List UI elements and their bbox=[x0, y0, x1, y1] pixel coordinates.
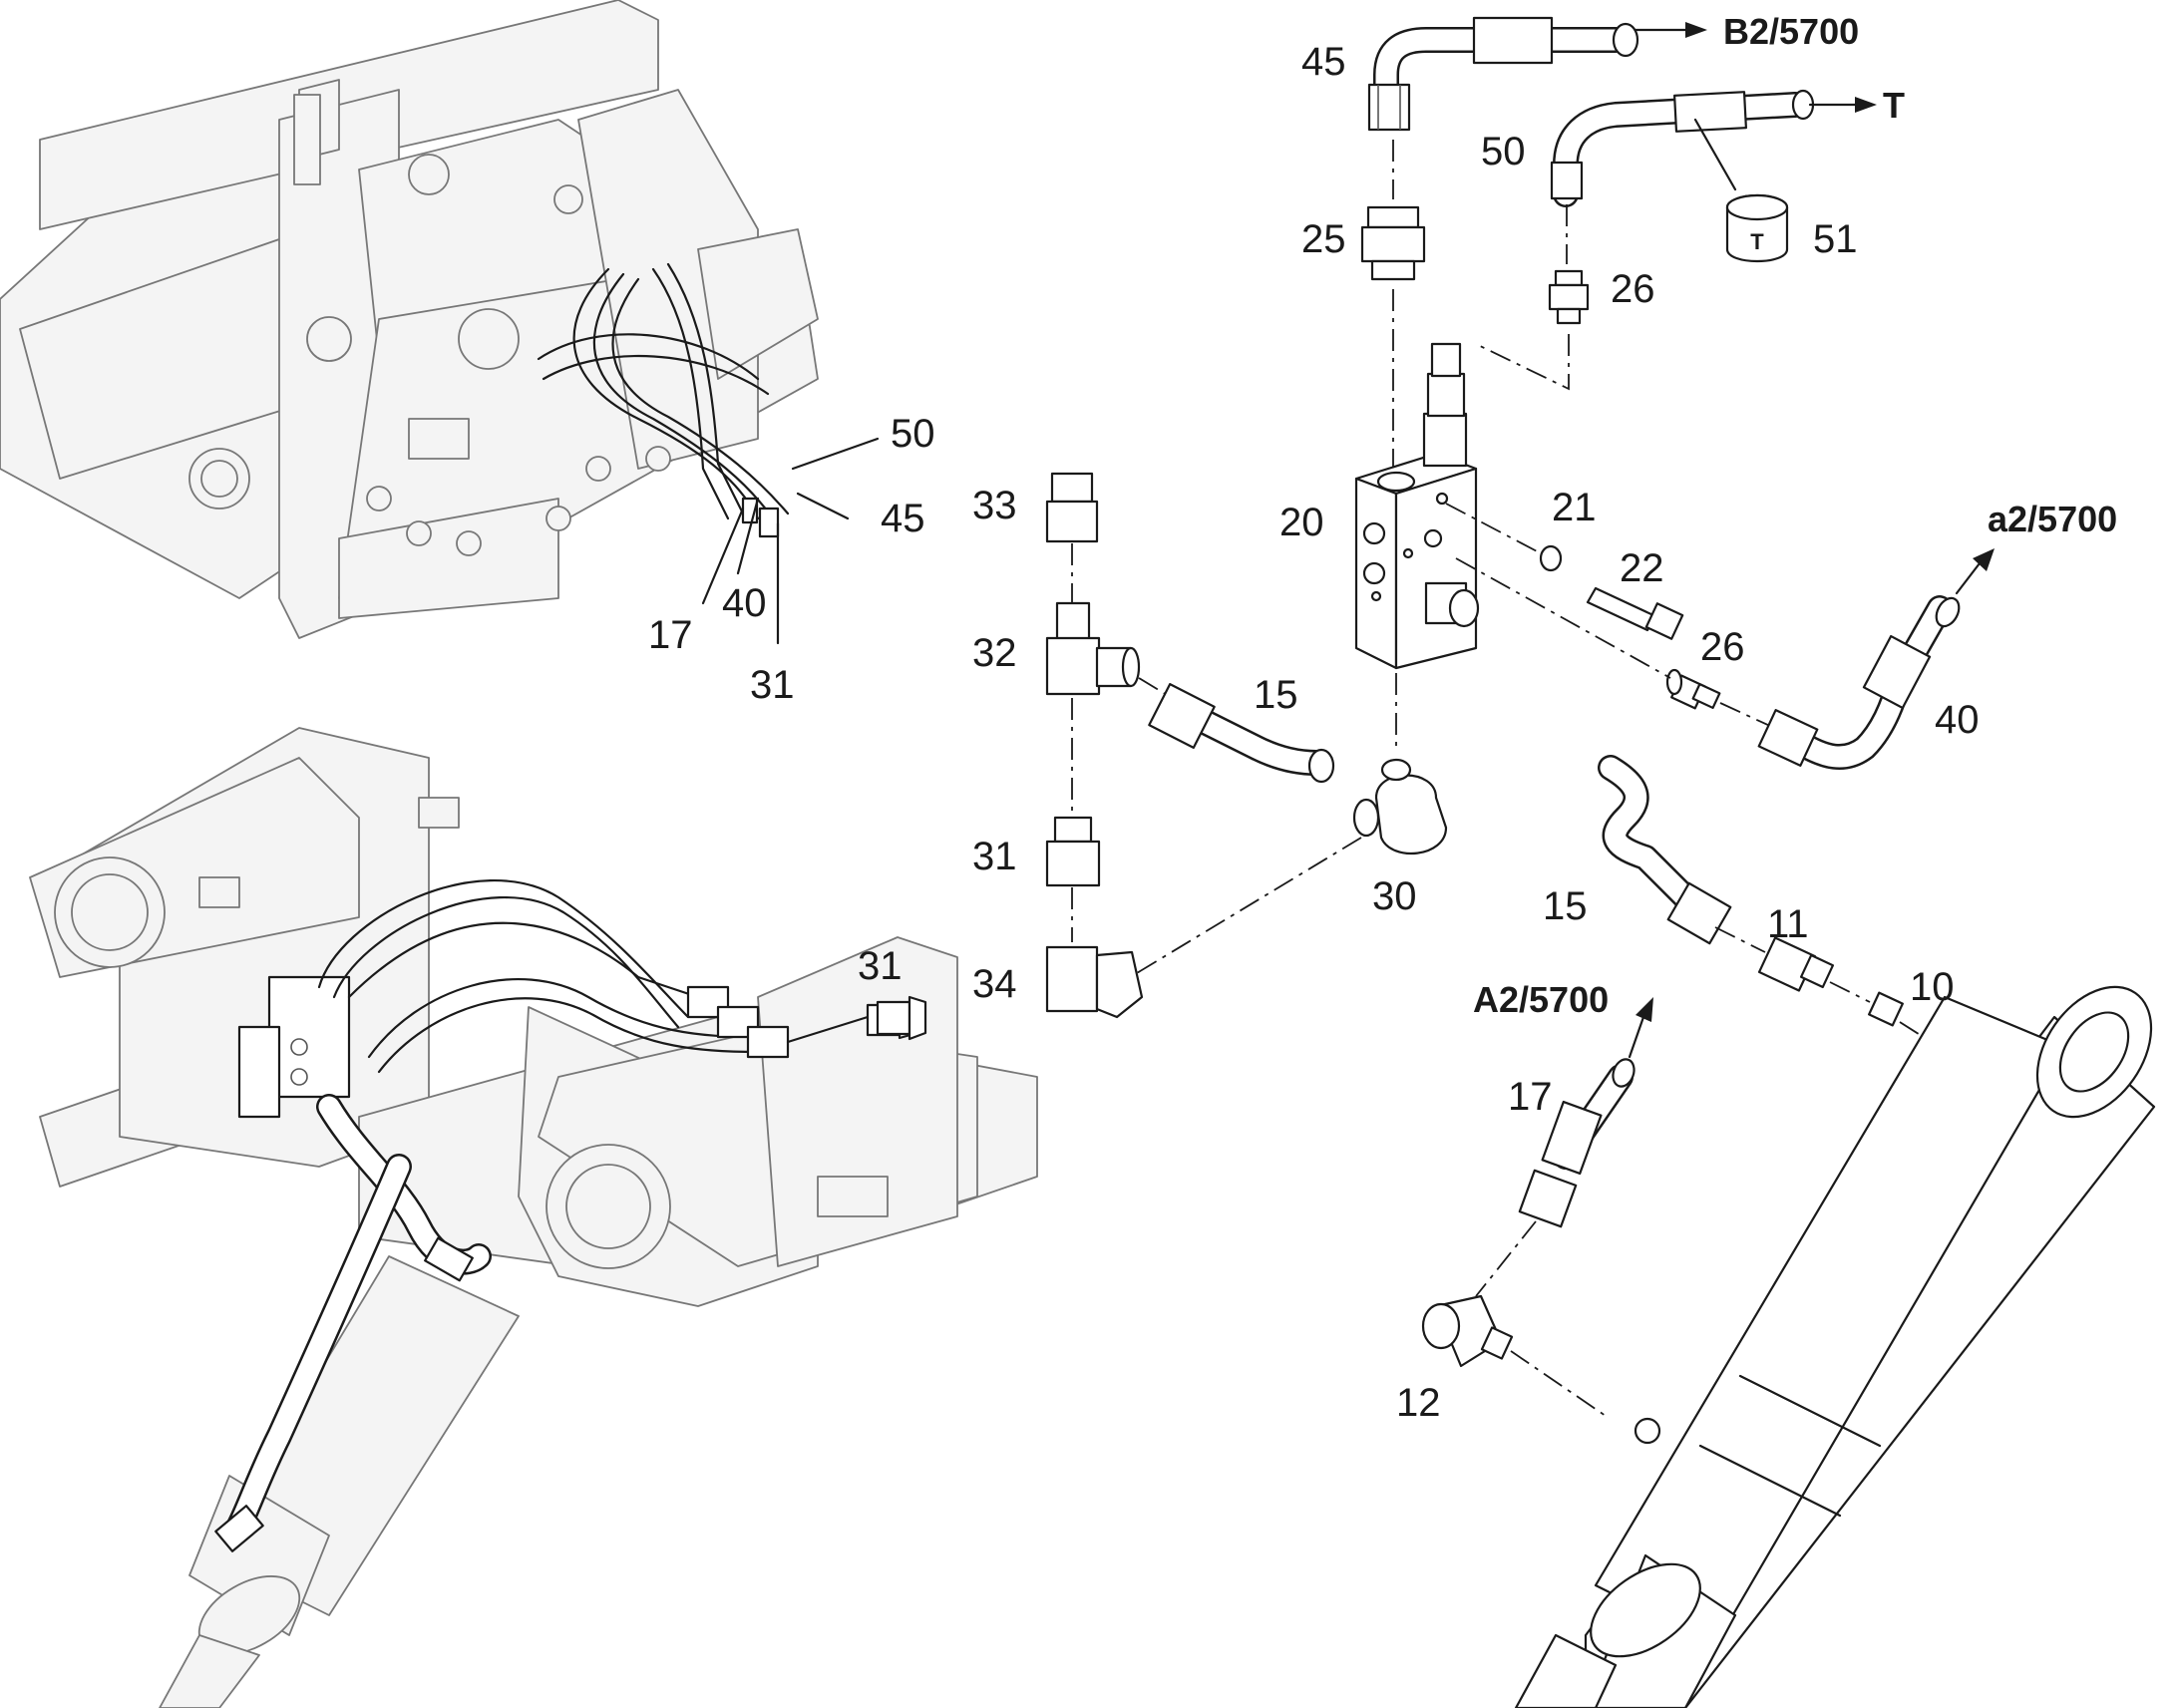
label-45-frame: 45 bbox=[881, 497, 925, 540]
label-32: 32 bbox=[972, 631, 1017, 675]
fitting-10 bbox=[1868, 991, 1904, 1027]
label-17-frame: 17 bbox=[648, 613, 693, 657]
fitting-11 bbox=[1757, 936, 1835, 992]
label-34: 34 bbox=[972, 962, 1017, 1006]
bolt-22 bbox=[1586, 586, 1684, 640]
label-31-frame: 31 bbox=[750, 663, 795, 707]
label-45-top: 45 bbox=[1301, 40, 1346, 84]
frame-assembly bbox=[0, 0, 880, 645]
cylinder-right bbox=[1514, 985, 2156, 1708]
label-20: 20 bbox=[1279, 501, 1324, 544]
bracket-assembly bbox=[29, 727, 1038, 1708]
hose-15-left bbox=[1148, 683, 1335, 784]
fitting-31-left bbox=[876, 995, 927, 1041]
label-40-right: 40 bbox=[1935, 698, 1980, 742]
label-31-left: 31 bbox=[858, 944, 903, 988]
hose-45-top bbox=[1367, 16, 1639, 132]
fitting-33 bbox=[1045, 472, 1099, 543]
reference-arrows bbox=[1628, 22, 1995, 1059]
label-21: 21 bbox=[1552, 486, 1597, 529]
tee-32 bbox=[1045, 601, 1141, 696]
label-15-left: 15 bbox=[1254, 673, 1298, 717]
label-12: 12 bbox=[1396, 1381, 1441, 1425]
cap-51: T bbox=[1693, 118, 1789, 263]
fitting-26-mid bbox=[1665, 668, 1721, 710]
label-51: 51 bbox=[1813, 217, 1858, 261]
valve-block-20 bbox=[1354, 342, 1480, 670]
fitting-12 bbox=[1421, 1294, 1514, 1368]
label-50-top: 50 bbox=[1481, 130, 1526, 173]
label-26-mid: 26 bbox=[1700, 625, 1745, 669]
fitting-31-mid bbox=[1045, 816, 1101, 887]
label-10: 10 bbox=[1910, 965, 1955, 1009]
label-25: 25 bbox=[1301, 217, 1346, 261]
label-50-frame: 50 bbox=[891, 412, 935, 456]
hose-40-right bbox=[1757, 595, 1961, 771]
ref-a2-lower: a2/5700 bbox=[1988, 499, 2117, 539]
label-40-frame: 40 bbox=[722, 581, 767, 625]
elbow-34 bbox=[1045, 945, 1144, 1019]
ref-a2-upper: A2/5700 bbox=[1473, 979, 1609, 1020]
label-15-right: 15 bbox=[1543, 884, 1588, 928]
washer-21 bbox=[1539, 544, 1563, 572]
ref-b2: B2/5700 bbox=[1723, 11, 1859, 52]
fitting-26-top bbox=[1548, 269, 1590, 325]
ref-t: T bbox=[1883, 85, 1905, 126]
label-31-mid: 31 bbox=[972, 835, 1017, 878]
label-26-top: 26 bbox=[1611, 267, 1655, 311]
label-33: 33 bbox=[972, 484, 1017, 527]
label-11: 11 bbox=[1767, 902, 1809, 946]
label-22: 22 bbox=[1620, 546, 1664, 590]
fitting-30 bbox=[1352, 758, 1448, 855]
hose-15-right bbox=[1598, 755, 1732, 945]
label-30: 30 bbox=[1372, 874, 1417, 918]
hose-50 bbox=[1550, 89, 1815, 207]
cap-mark: T bbox=[1750, 229, 1764, 254]
label-17-right: 17 bbox=[1508, 1075, 1553, 1119]
hose-17-right bbox=[1518, 1058, 1635, 1228]
fitting-25 bbox=[1360, 205, 1426, 281]
